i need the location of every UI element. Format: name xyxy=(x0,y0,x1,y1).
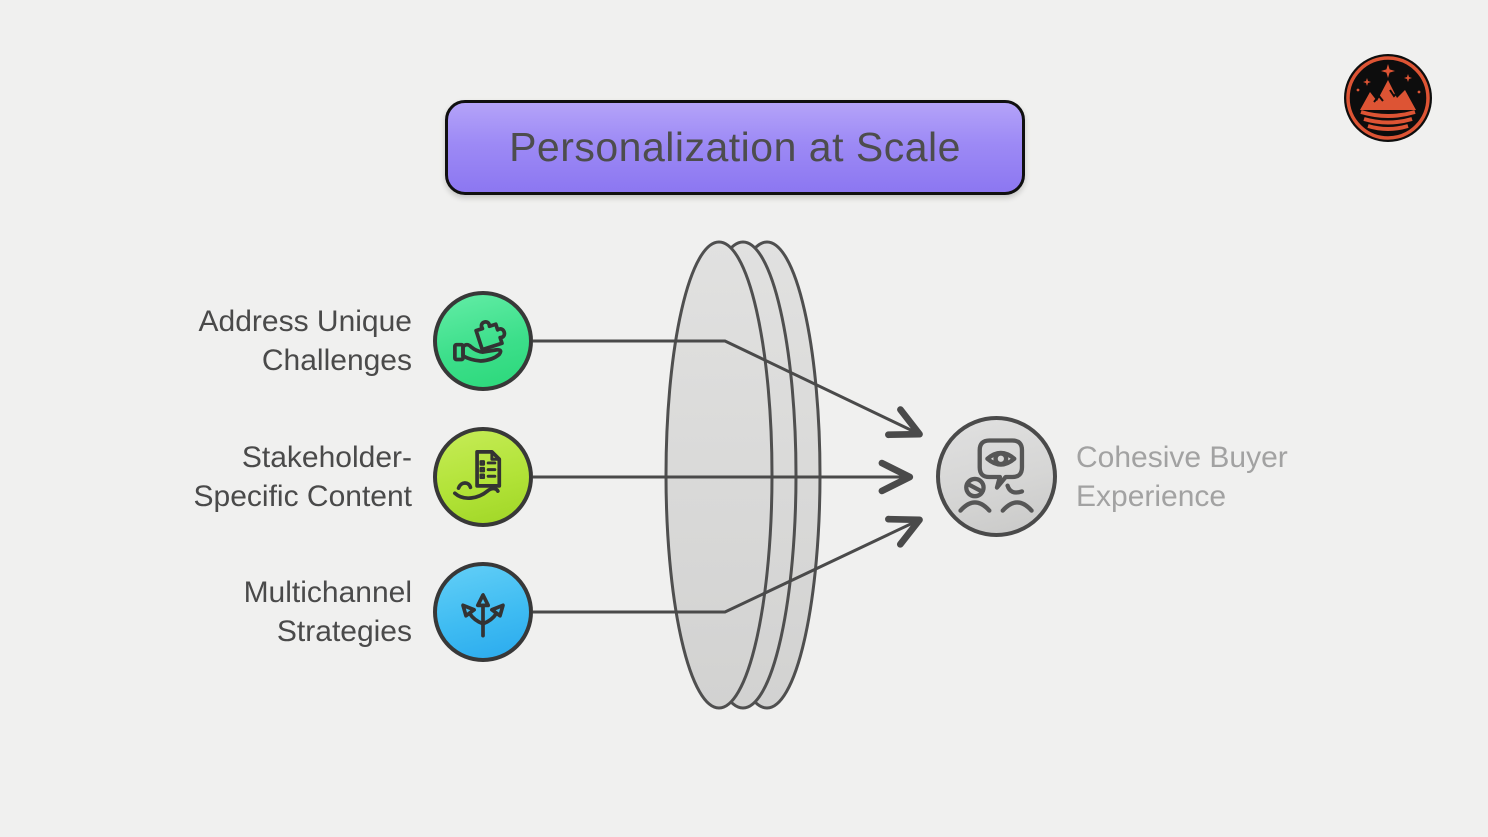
node-cohesive-buyer-experience xyxy=(936,416,1057,537)
page-title: Personalization at Scale xyxy=(509,124,961,170)
label-address-unique-challenges: Address Unique Challenges xyxy=(198,305,412,377)
branch-arrows-icon xyxy=(461,593,505,638)
label-cohesive-buyer-experience: Cohesive Buyer Experience xyxy=(1076,441,1288,513)
label-multichannel-strategies: Multichannel Strategies xyxy=(243,576,412,648)
audience-eye-speech-icon xyxy=(957,437,1034,513)
connector-bottom xyxy=(533,515,923,614)
node-address-unique-challenges xyxy=(433,291,533,391)
node-stakeholder-specific-content xyxy=(433,427,533,527)
lens xyxy=(664,240,822,710)
hand-document-icon xyxy=(453,449,502,500)
node-multichannel-strategies xyxy=(433,562,533,662)
connector-top xyxy=(533,339,923,439)
crown-mountain-logo-art xyxy=(1344,54,1432,142)
crown-mountain-logo xyxy=(1343,53,1433,143)
title-banner: Personalization at Scale xyxy=(445,100,1025,195)
label-stakeholder-specific-content: Stakeholder- Specific Content xyxy=(193,441,412,513)
hand-puzzle-icon xyxy=(453,320,507,363)
